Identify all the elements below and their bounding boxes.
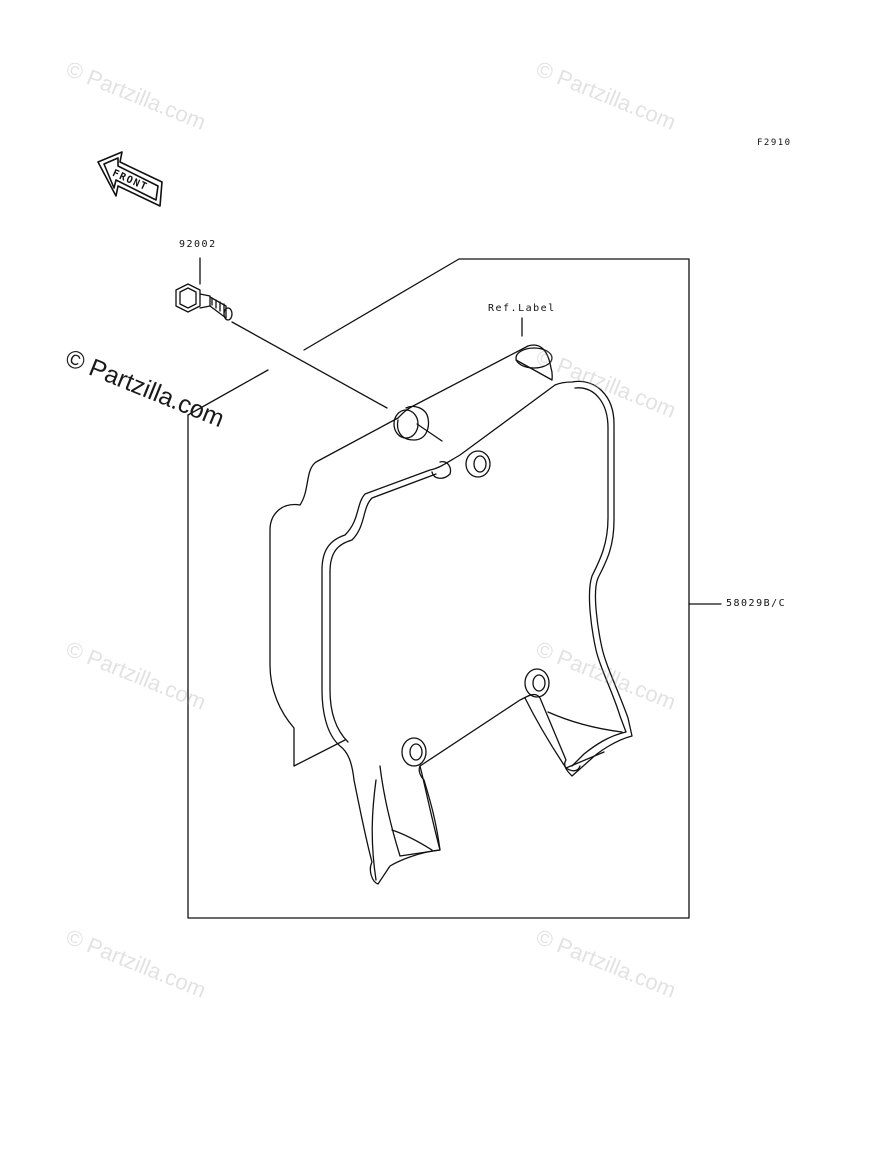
- top-boss-tab: [431, 461, 452, 479]
- ref-label-disc-side: [515, 359, 553, 381]
- ref-label-callout: Ref.Label: [488, 303, 556, 314]
- lower-left-leg: [379, 765, 441, 857]
- lower-right-fin: [547, 711, 623, 772]
- rear-shell-tab: [396, 405, 430, 441]
- top-grommet: [465, 450, 491, 478]
- cover-plate-left-rim-2: [329, 571, 349, 743]
- lower-right-leg: [524, 697, 605, 769]
- lower-left-fin: [371, 779, 433, 881]
- assembly-box: [187, 258, 690, 919]
- cover-plate-inner-edge: [571, 387, 627, 767]
- lower-right-grommet: [524, 668, 550, 698]
- diagram-code: F2910: [757, 138, 792, 148]
- front-arrow-icon: [97, 151, 163, 207]
- cover-plate-left-rim: [329, 473, 437, 573]
- lower-left-grommet-hole: [409, 743, 423, 761]
- bolt-drawing: [175, 283, 233, 321]
- lower-right-grommet-hole: [532, 674, 546, 692]
- label-hole: [393, 409, 419, 439]
- part-number-cover: 58029B/C: [726, 598, 787, 609]
- rear-shell-lower: [293, 739, 346, 767]
- top-grommet-hole: [473, 455, 487, 473]
- rear-shell-outline: [269, 344, 553, 767]
- ref-label-disc: [515, 347, 553, 369]
- bolt-axis-line-2: [416, 423, 443, 442]
- lower-left-grommet: [401, 737, 427, 767]
- part-number-bolt: 92002: [179, 239, 217, 250]
- bolt-axis-line: [231, 321, 388, 409]
- assembly-box-diagonal-lower: [187, 369, 269, 416]
